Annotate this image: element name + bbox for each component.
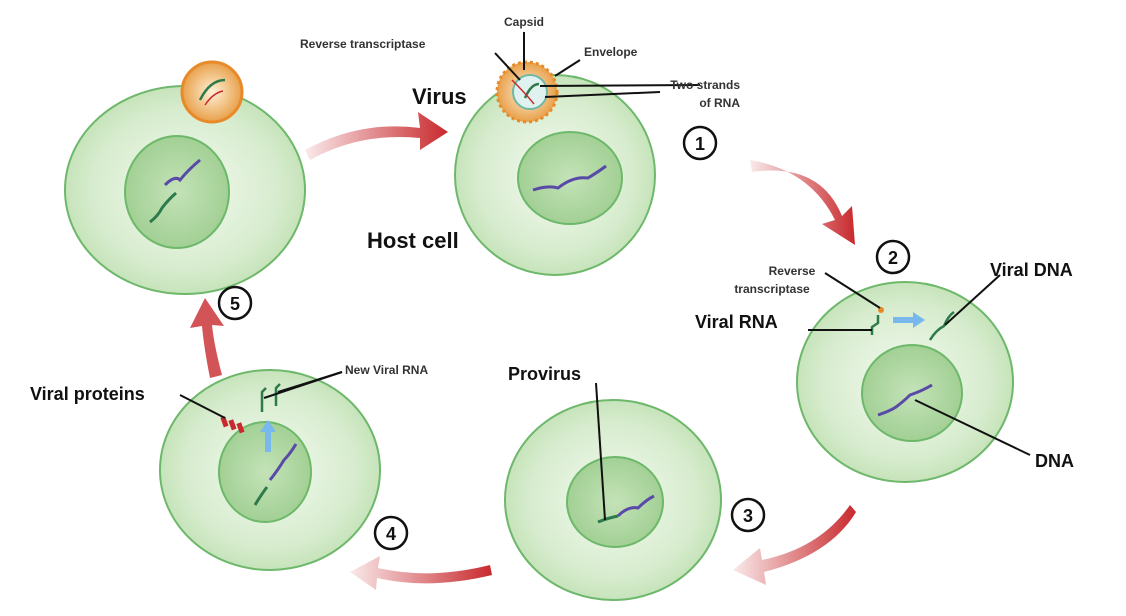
- label-reverse: Reverse: [769, 264, 816, 278]
- svg-text:1: 1: [695, 134, 705, 154]
- arrow-1-to-2: [750, 160, 855, 245]
- nucleus: [218, 421, 312, 523]
- budding-virus: [180, 60, 244, 124]
- label-capsid: Capsid: [504, 15, 544, 29]
- provirus-strand: [597, 514, 619, 524]
- cycle-arrows: [190, 112, 856, 590]
- dna-strand: [616, 494, 655, 518]
- step-4-marker: 4: [373, 515, 409, 551]
- label-envelope: Envelope: [584, 45, 638, 59]
- provirus-strand: [253, 486, 269, 506]
- label-provirus: Provirus: [508, 364, 581, 384]
- cell-step-2: [796, 272, 1031, 483]
- step-2-marker: 2: [875, 239, 911, 275]
- cell-step-4: [159, 369, 381, 571]
- svg-text:2: 2: [888, 248, 898, 268]
- arrow-4-to-5: [190, 298, 224, 378]
- transcription-arrow: [893, 312, 925, 328]
- nucleus: [124, 135, 230, 249]
- label-transcriptase: transcriptase: [734, 282, 810, 296]
- arrow-3-to-4: [350, 556, 492, 590]
- cell-step-3: [504, 382, 722, 601]
- label-two-strands: Two strands: [670, 78, 740, 92]
- new-viral-rna-strands: [260, 383, 281, 412]
- step-1-marker: 1: [682, 125, 718, 161]
- label-host-cell: Host cell: [367, 228, 459, 253]
- virus-particle: [495, 60, 559, 124]
- arrow-5-to-1: [305, 112, 448, 160]
- nucleus: [517, 131, 623, 225]
- cell-step-5: [64, 60, 306, 295]
- nucleus: [566, 456, 664, 548]
- step-5-marker: 5: [217, 285, 253, 321]
- label-viral-proteins: Viral proteins: [30, 384, 145, 404]
- dna-strand: [532, 164, 607, 192]
- svg-text:5: 5: [230, 294, 240, 314]
- label-of-rna: of RNA: [699, 96, 740, 110]
- dna-strand: [163, 158, 201, 187]
- label-reverse-transcriptase-top: Reverse transcriptase: [300, 37, 426, 51]
- svg-text:3: 3: [743, 506, 753, 526]
- dna-strand: [877, 383, 933, 417]
- cell-step-1: [454, 32, 701, 276]
- label-dna: DNA: [1035, 451, 1074, 471]
- step-3-marker: 3: [730, 497, 766, 533]
- label-viral-rna: Viral RNA: [695, 312, 778, 332]
- viral-proteins-cluster: [220, 416, 245, 434]
- label-new-viral-rna: New Viral RNA: [345, 363, 428, 377]
- viral-dna-strand: [928, 310, 955, 341]
- svg-text:4: 4: [386, 524, 396, 544]
- transcription-arrow: [260, 420, 276, 452]
- label-virus: Virus: [412, 84, 467, 109]
- arrow-2-to-3: [733, 505, 856, 585]
- dna-strand: [268, 443, 298, 481]
- provirus-strand: [149, 191, 177, 224]
- label-viral-dna: Viral DNA: [990, 260, 1073, 280]
